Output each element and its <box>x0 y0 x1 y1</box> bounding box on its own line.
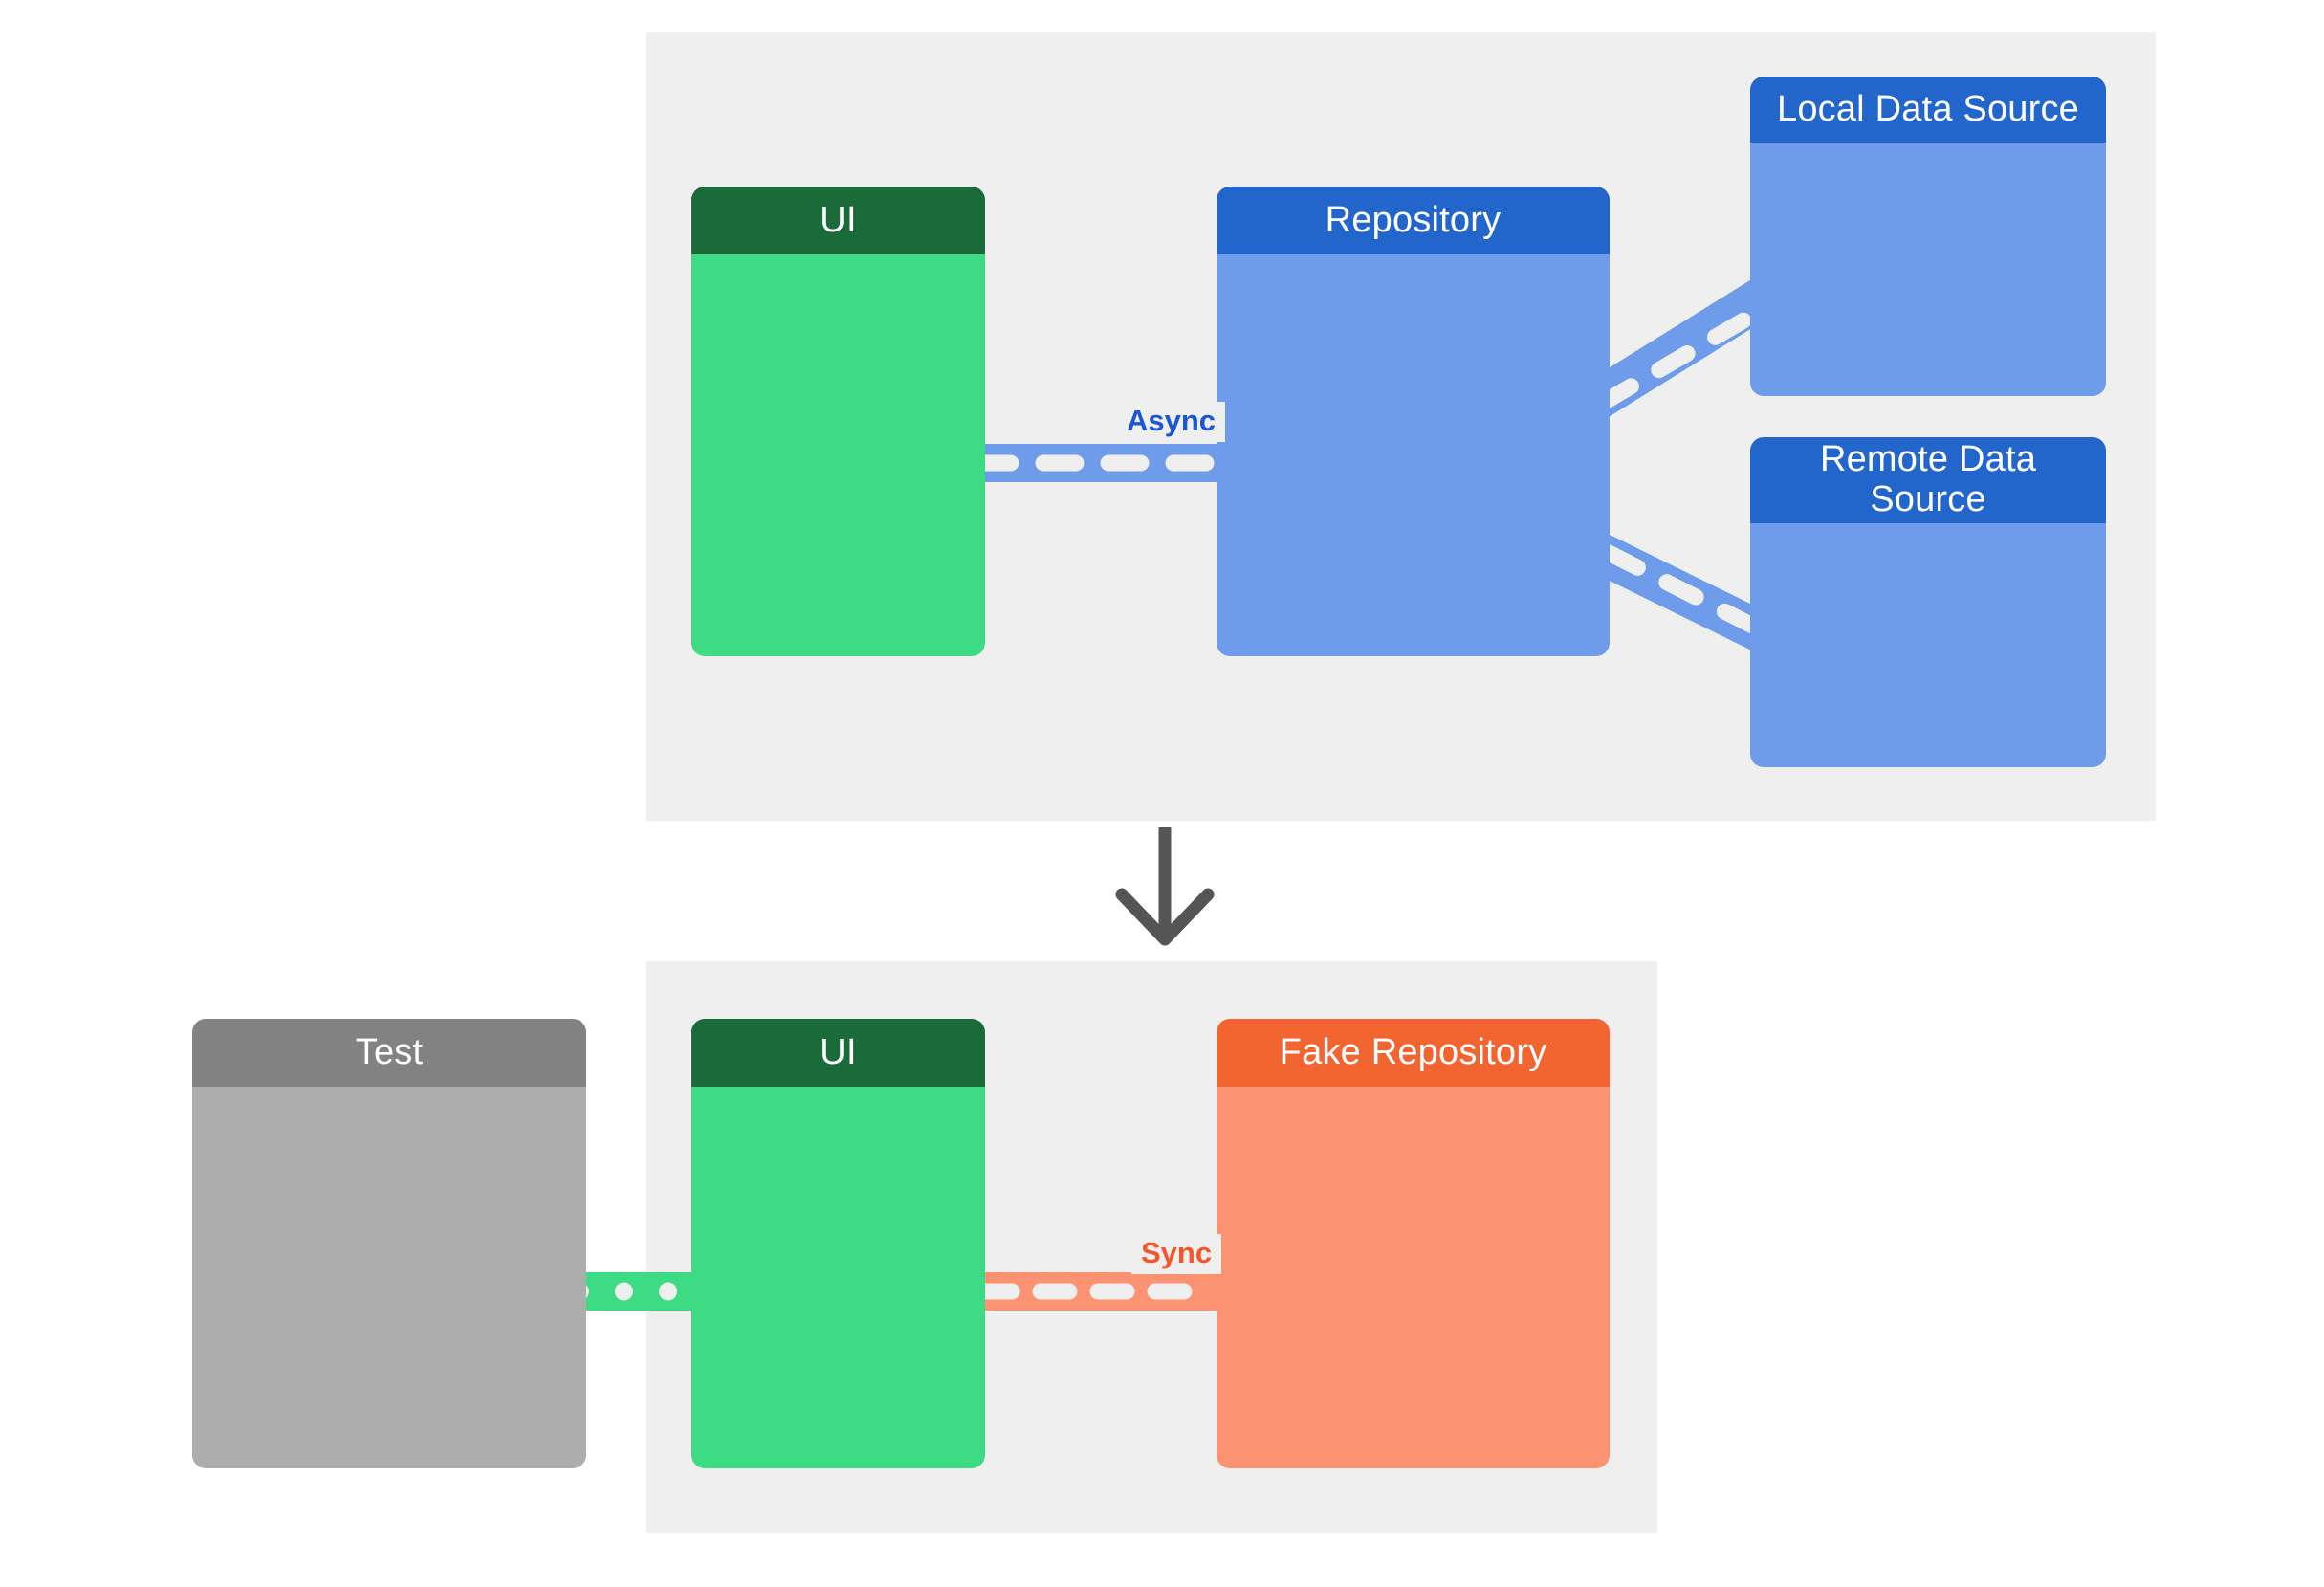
card-title-repository: Repository <box>1217 187 1610 254</box>
card-test[interactable]: Test <box>192 1019 586 1468</box>
card-title-test: Test <box>192 1019 586 1087</box>
card-title-remote-data-source: Remote Data Source <box>1750 437 2106 523</box>
card-remote-data-source[interactable]: Remote Data Source <box>1750 437 2106 767</box>
card-body-local-data-source <box>1750 143 2106 396</box>
card-body-remote-data-source <box>1750 523 2106 767</box>
arrow-down-icon <box>1115 827 1215 946</box>
card-title-fake-repository: Fake Repository <box>1217 1019 1610 1087</box>
card-body-test <box>192 1087 586 1468</box>
card-body-fake-repository <box>1217 1087 1610 1468</box>
card-repository[interactable]: Repository <box>1217 187 1610 656</box>
card-local-data-source[interactable]: Local Data Source <box>1750 77 2106 396</box>
card-ui-production[interactable]: UI <box>691 187 985 656</box>
card-title-remote-data-source-line1: Remote Data <box>1819 439 2037 480</box>
connector-label-sync: Sync <box>1131 1234 1222 1274</box>
card-title-ui-test: UI <box>691 1019 985 1087</box>
card-ui-test[interactable]: UI <box>691 1019 985 1468</box>
card-title-ui-production: UI <box>691 187 985 254</box>
card-title-local-data-source: Local Data Source <box>1750 77 2106 143</box>
card-body-repository <box>1217 254 1610 656</box>
connector-label-async: Async <box>1117 402 1226 442</box>
card-body-ui-test <box>691 1087 985 1468</box>
card-body-ui-production <box>691 254 985 656</box>
card-fake-repository[interactable]: Fake Repository <box>1217 1019 1610 1468</box>
card-title-remote-data-source-line2: Source <box>1870 479 1986 519</box>
